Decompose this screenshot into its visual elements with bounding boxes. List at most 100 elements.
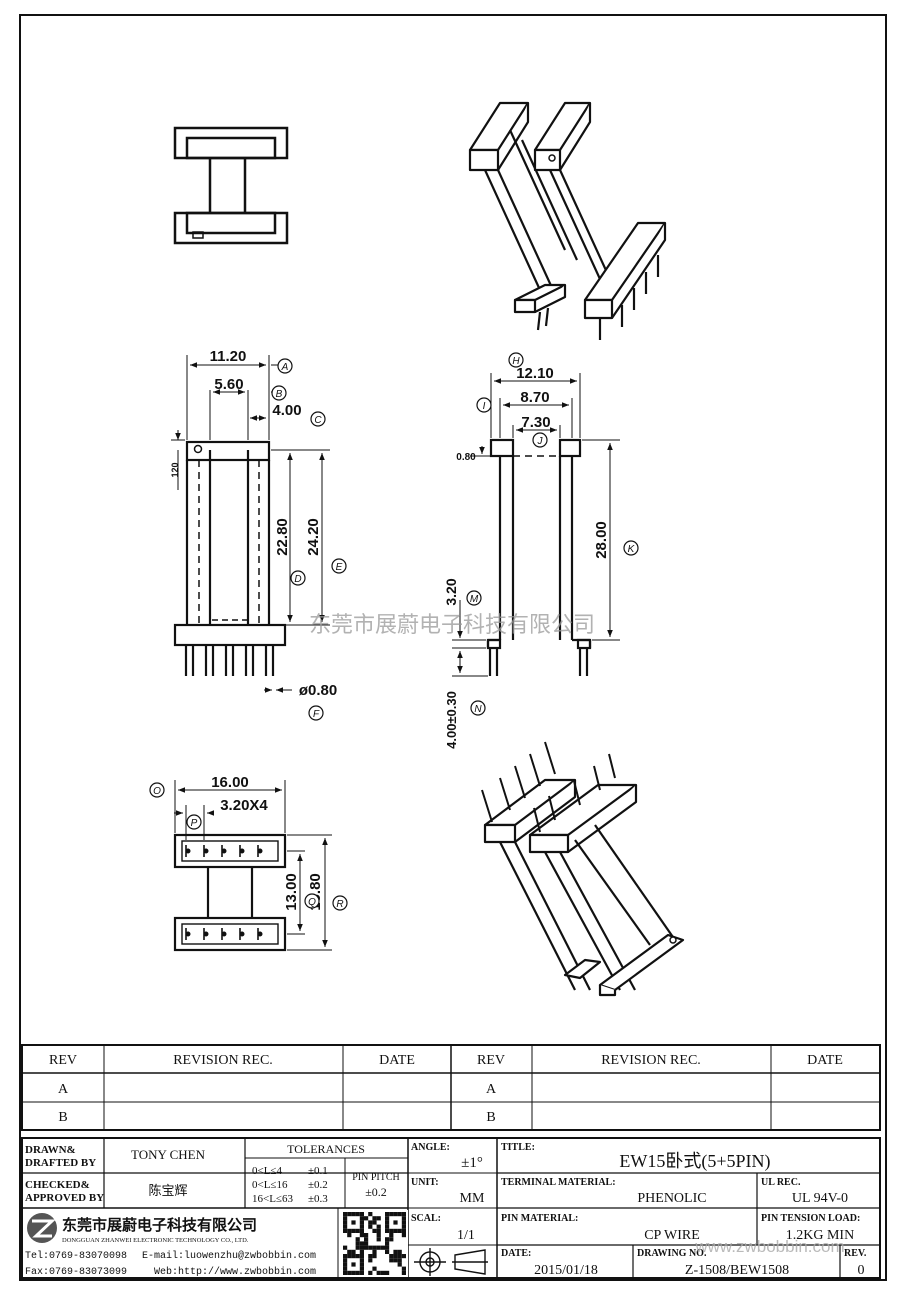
svg-text:Q: Q xyxy=(308,897,316,908)
marker-k: K xyxy=(623,540,639,556)
contact-fax: Fax:0769-83073099 xyxy=(25,1267,127,1278)
pin-material-label: PIN MATERIAL: xyxy=(501,1213,578,1224)
scale-label: SCAL: xyxy=(411,1213,441,1224)
dimension-k: 28.00 xyxy=(593,521,610,559)
angle-label: ANGLE: xyxy=(411,1142,450,1153)
dimension-e: 24.20 xyxy=(305,518,322,556)
view-isometric-top xyxy=(468,101,667,340)
svg-text:N: N xyxy=(474,704,482,715)
dimension-small-120: 120 xyxy=(170,462,180,477)
rev-row-b-1: B xyxy=(58,1110,67,1125)
drawn-by-value: TONY CHEN xyxy=(131,1147,206,1162)
drawn-label-2: DRAFTED BY xyxy=(25,1157,96,1169)
marker-d: D xyxy=(290,570,306,586)
svg-text:H: H xyxy=(512,356,520,367)
svg-text:A: A xyxy=(281,362,289,373)
view-side-small xyxy=(173,126,289,245)
view-side xyxy=(486,438,592,676)
svg-text:C: C xyxy=(314,415,322,426)
marker-e: E xyxy=(331,558,347,574)
angle-value: ±1° xyxy=(461,1155,483,1171)
dimension-q: 13.00 xyxy=(283,873,300,911)
rev-header-2: REV xyxy=(477,1053,505,1068)
svg-text:I: I xyxy=(483,401,486,412)
contact-tel: Tel:0769-83070098 xyxy=(25,1250,127,1262)
terminal-material-label: TERMINAL MATERIAL: xyxy=(501,1177,616,1188)
contact-web: Web:http://www.zwbobbin.com xyxy=(154,1266,316,1278)
dimension-b: 5.60 xyxy=(214,376,243,393)
dimension-n: 4.00±0.30 xyxy=(444,691,459,749)
rev-no-label: REV. xyxy=(844,1248,867,1259)
rev-row-a-2: A xyxy=(486,1082,497,1097)
view-isometric-bottom xyxy=(481,741,685,997)
dimension-o: 16.00 xyxy=(211,774,249,791)
svg-text:M: M xyxy=(470,594,479,605)
date-header-2: DATE xyxy=(807,1053,843,1068)
marker-r: R xyxy=(332,895,348,911)
ul-rec-label: UL REC. xyxy=(761,1177,801,1188)
sheet-border xyxy=(19,14,887,1281)
drawing-no-label: DRAWING NO. xyxy=(637,1248,707,1259)
revision-table-text: REV REVISION REC. DATE REV REVISION REC.… xyxy=(49,1053,843,1125)
svg-text:J: J xyxy=(537,436,544,447)
marker-c: C xyxy=(310,411,326,427)
dimension-markers: A B C D E F H I J K M N O P Q R xyxy=(149,352,639,911)
contact-email: E-mail:luowenzhu@zwbobbin.com xyxy=(142,1250,316,1262)
tol-value-3: ±0.3 xyxy=(308,1193,328,1205)
marker-o: O xyxy=(149,782,165,798)
tol-value-2: ±0.2 xyxy=(308,1179,328,1191)
drawn-label-1: DRAWN& xyxy=(25,1144,76,1156)
marker-p: P xyxy=(186,814,202,830)
dimension-p: 3.20X4 xyxy=(220,797,268,814)
date-value: 2015/01/18 xyxy=(534,1263,598,1278)
svg-text:D: D xyxy=(294,574,301,585)
rev-row-b-2: B xyxy=(486,1110,495,1125)
revision-table xyxy=(21,1044,881,1131)
svg-text:B: B xyxy=(276,389,283,400)
tol-range-3: 16<L≤63 xyxy=(252,1193,293,1205)
dimension-f: ø0.80 xyxy=(299,682,337,699)
rev-header-1: REV xyxy=(49,1053,77,1068)
pin-tension-value: 1.2KG MIN xyxy=(786,1228,854,1243)
tol-range-1: 0<L≤4 xyxy=(252,1165,282,1177)
pin-pitch-value: ±0.2 xyxy=(365,1185,387,1199)
company-name-cn: 东莞市展蔚电子科技有限公司 xyxy=(62,1216,257,1234)
watermark-url: www.zwbobbin.com xyxy=(694,1237,844,1256)
svg-text:P: P xyxy=(191,818,198,829)
marker-i: I xyxy=(476,397,492,413)
revision-rec-header-2: REVISION REC. xyxy=(601,1053,701,1068)
projection-symbol-icon xyxy=(414,1248,488,1276)
svg-text:K: K xyxy=(628,544,636,555)
drawing-no-value: Z-1508/BEW1508 xyxy=(685,1263,789,1278)
dimension-a: 11.20 xyxy=(210,348,247,365)
view-top xyxy=(173,833,287,952)
terminal-material-value: PHENOLIC xyxy=(637,1191,706,1206)
title-block-grid xyxy=(21,1137,881,1279)
unit-value: MM xyxy=(460,1191,485,1206)
dimension-g-080: 0.80 xyxy=(456,452,476,463)
tol-value-1: ±0.1 xyxy=(308,1165,328,1177)
marker-j: J xyxy=(532,432,548,448)
pin-tension-label: PIN TENSION LOAD: xyxy=(761,1213,860,1224)
marker-f: F xyxy=(308,705,324,721)
watermark-company: 东莞市展蔚电子科技有限公司 xyxy=(309,612,595,637)
part-title: EW15卧式(5+5PIN) xyxy=(619,1151,770,1172)
rev-no-value: 0 xyxy=(858,1263,865,1278)
dimension-i: 8.70 xyxy=(520,389,549,406)
date-label: DATE: xyxy=(501,1248,531,1259)
tolerances-label: TOLERANCES xyxy=(287,1142,365,1156)
dimension-m: 3.20 xyxy=(443,578,459,605)
top-dimensions xyxy=(174,780,332,951)
view-front xyxy=(173,440,287,676)
company-name-en: DONGGUAN ZHANWEI ELECTRONIC TECHNOLOGY C… xyxy=(62,1237,249,1244)
dimension-c: 4.00 xyxy=(272,402,301,419)
marker-b: B xyxy=(271,385,287,401)
company-logo xyxy=(27,1213,57,1243)
svg-text:E: E xyxy=(336,562,343,573)
svg-text:R: R xyxy=(336,899,343,910)
dimension-h: 12.10 xyxy=(516,365,554,382)
date-header-1: DATE xyxy=(379,1053,415,1068)
scale-value: 1/1 xyxy=(457,1228,475,1243)
